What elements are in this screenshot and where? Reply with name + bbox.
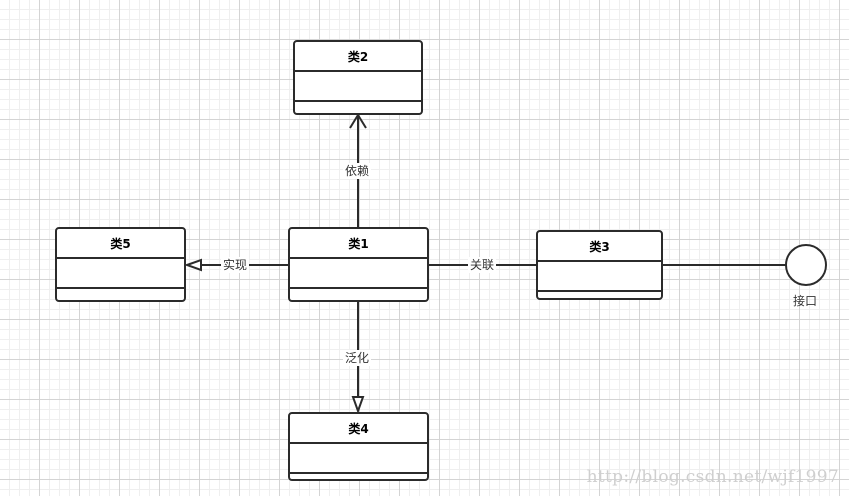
generalization-label: 泛化: [343, 350, 372, 366]
class-box-2[interactable]: 类2: [293, 40, 423, 115]
interface-label: 接口: [793, 294, 818, 308]
class-box-5[interactable]: 类5: [55, 227, 186, 302]
class-2-attributes: [295, 72, 421, 102]
association-label: 关联: [468, 257, 497, 273]
class-box-3[interactable]: 类3: [536, 230, 663, 300]
class-1-attributes: [290, 259, 427, 289]
class-5-attributes: [57, 259, 184, 289]
class-4-name: 类4: [290, 414, 427, 444]
class-4-attributes: [290, 444, 427, 474]
class-box-1[interactable]: 类1: [288, 227, 429, 302]
interface-lollipop-icon: [785, 244, 827, 286]
dependency-label: 依赖: [343, 163, 372, 179]
class-5-name: 类5: [57, 229, 184, 259]
watermark-text: http://blog.csdn.net/wjf1997: [586, 467, 839, 487]
class-1-methods: [290, 289, 427, 300]
class-box-4[interactable]: 类4: [288, 412, 429, 481]
realization-arrowhead: [184, 258, 202, 272]
class-1-name: 类1: [290, 229, 427, 259]
generalization-arrowhead: [351, 396, 365, 414]
class-5-methods: [57, 289, 184, 300]
class-2-name: 类2: [295, 42, 421, 72]
dependency-arrowhead: [349, 113, 367, 129]
realization-label: 实现: [221, 257, 250, 273]
class-3-attributes: [538, 262, 661, 292]
class-4-methods: [290, 474, 427, 479]
class-3-name: 类3: [538, 232, 661, 262]
class-2-methods: [295, 102, 421, 113]
class-3-methods: [538, 292, 661, 298]
